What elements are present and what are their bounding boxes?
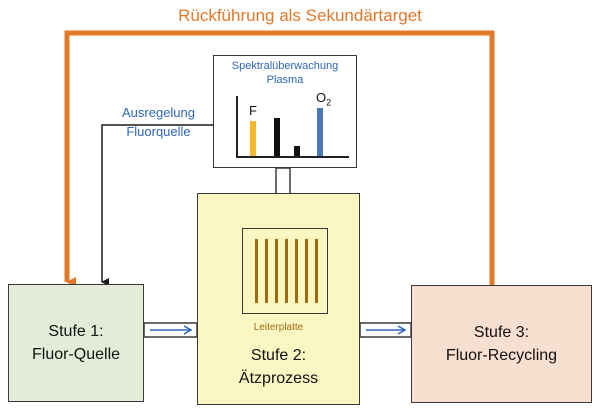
board-trace (295, 239, 298, 303)
spectral-monitor: Spektralüberwachung Plasma F O2 (213, 55, 357, 168)
spectrum-peak-label-1: F (249, 103, 257, 118)
control-label-line2: Fluorquelle (126, 124, 191, 139)
monitor-title: Spektralüberwachung Plasma (214, 59, 356, 87)
stage-2-box: Leiterplatte Stufe 2: Ätzprozess (197, 193, 360, 405)
monitor-title-line1: Spektralüberwachung (231, 60, 339, 72)
feedback-loop-arrow (64, 30, 495, 287)
stage-2-name: Ätzprozess (238, 370, 319, 388)
board-trace (275, 239, 278, 303)
stage-3-name: Fluor-Recycling (445, 347, 558, 364)
stage-2-label: Stufe 2: Ätzprozess (198, 344, 359, 390)
stage-1-title: Stufe 1: (48, 322, 104, 340)
spectrum-peak-1 (250, 121, 256, 156)
feedback-label: Rückführung als Sekundärtarget (178, 6, 422, 25)
circuit-board-label: Leiterplatte (253, 322, 304, 333)
control-label: Ausregelung Fluorquelle (108, 103, 209, 141)
flow-arrow-1-2 (143, 322, 198, 338)
spectrum-peak-3 (294, 146, 300, 156)
circuit-board (242, 228, 328, 314)
stage-3-box: Stufe 3: Fluor-Recycling (411, 285, 592, 403)
board-trace (305, 239, 308, 303)
spectrum-peak-2 (274, 118, 280, 156)
board-trace (255, 239, 258, 303)
spectrum-peak-label-4: O2 (316, 90, 332, 108)
stage-2-title: Stufe 2: (250, 347, 307, 364)
stage-3-title: Stufe 3: (473, 323, 530, 341)
board-trace (265, 239, 268, 303)
control-label-line1: Ausregelung (122, 105, 195, 120)
spectrum-y-axis (236, 96, 238, 157)
flow-arrow-2-3 (359, 322, 412, 338)
spectrum-peak-4 (317, 108, 323, 156)
stage-1-name: Fluor-Quelle (31, 346, 121, 363)
board-trace (315, 239, 318, 303)
monitor-title-line2: Plasma (266, 74, 304, 86)
stage-1-box: Stufe 1: Fluor-Quelle (8, 284, 144, 402)
board-trace (285, 239, 288, 303)
control-loop-arrow (101, 124, 213, 286)
spectrum-x-axis (236, 156, 349, 158)
